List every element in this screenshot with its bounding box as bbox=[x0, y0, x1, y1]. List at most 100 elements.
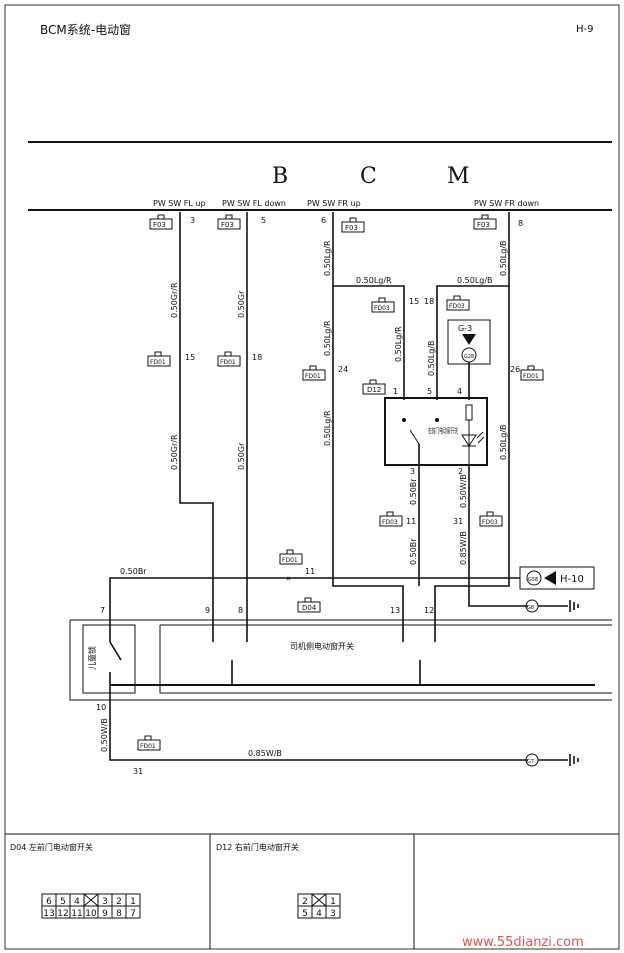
svg-text:15: 15 bbox=[185, 353, 195, 362]
legend-d04-title: D04 左前门电动窗开关 bbox=[10, 842, 93, 852]
svg-text:FD01: FD01 bbox=[305, 373, 321, 380]
d04-pinout-pin-label: 10 bbox=[85, 909, 97, 919]
d04-pinout-pin-label: 11 bbox=[71, 909, 82, 919]
svg-text:FD01: FD01 bbox=[282, 557, 298, 564]
d12-pinout-pin-label: 4 bbox=[316, 909, 322, 919]
g3-indicator-box: G-3 G28 bbox=[447, 319, 491, 365]
svg-text:31: 31 bbox=[453, 517, 463, 526]
wire-ground-g7 bbox=[109, 700, 528, 761]
wire-fl-up bbox=[179, 212, 214, 628]
wire-label-lg-r-4: 0.50Lg/R bbox=[394, 326, 403, 362]
d04-pinout-pin-label: 2 bbox=[116, 897, 122, 907]
wire-label-lg-b-h: 0.50Lg/B bbox=[457, 276, 493, 285]
connector-fd01-fr-up: FD01 24 bbox=[302, 365, 348, 381]
driver-window-switch: D04 7 9 8 13 12 10 司机侧电动窗开关 儿童锁 bbox=[69, 597, 612, 712]
d04-pinout-pin-label: 5 bbox=[60, 897, 66, 907]
bcm-letter-c: C bbox=[360, 164, 377, 189]
connector-fd03-11: FD03 11 bbox=[379, 511, 416, 527]
page-frame bbox=[4, 4, 620, 950]
child-lock-label: 儿童锁 bbox=[87, 646, 97, 670]
wire-fr-up bbox=[332, 212, 405, 628]
connector-fd01-fl-down: FD01 18 bbox=[217, 351, 262, 367]
svg-text:24: 24 bbox=[338, 365, 348, 374]
wire-d12-pin2 bbox=[468, 466, 528, 607]
right-switch-label: 右前门电动窗开关 bbox=[428, 426, 458, 435]
svg-text:FD03: FD03 bbox=[482, 519, 498, 526]
d12-pinout-blank-cross bbox=[311, 893, 327, 907]
pin-number-fr-down: 8 bbox=[518, 219, 523, 228]
ref-h10: G58 H-10 bbox=[519, 566, 595, 590]
d12-pinout-pin-label: 5 bbox=[302, 909, 308, 919]
svg-text:10: 10 bbox=[96, 703, 106, 712]
wire-label-gr-r-1: 0.50Gr/R bbox=[170, 282, 179, 318]
wire-label-lg-r-2: 0.50Lg/R bbox=[323, 320, 332, 356]
connector-fd03-18: FD03 18 bbox=[424, 295, 470, 311]
pin-number-fl-down: 5 bbox=[261, 216, 266, 225]
svg-text:D04: D04 bbox=[302, 604, 317, 612]
d04-pinout-blank-cross bbox=[83, 893, 99, 907]
connector-fd03-31: FD03 31 bbox=[453, 511, 503, 527]
connector-fd01-fl-up: FD01 15 bbox=[147, 351, 195, 367]
svg-text:H-10: H-10 bbox=[560, 574, 584, 585]
svg-text:26: 26 bbox=[510, 365, 520, 374]
svg-text:FD03: FD03 bbox=[449, 303, 465, 310]
wire-label-lg-b-2: 0.50Lg/B bbox=[499, 240, 508, 276]
svg-text:13: 13 bbox=[390, 606, 400, 615]
wire-label-gr-r-2: 0.50Gr/R bbox=[170, 434, 179, 470]
d04-pinout-pin-label: 8 bbox=[116, 909, 122, 919]
svg-text:G7: G7 bbox=[527, 759, 534, 765]
wire-label-gr-2: 0.50Gr bbox=[237, 442, 246, 470]
svg-text:FD03: FD03 bbox=[382, 519, 398, 526]
svg-text:15: 15 bbox=[409, 297, 419, 306]
wire-label-lg-r-1: 0.50Lg/R bbox=[323, 240, 332, 276]
watermark: www.55dianzi.com bbox=[462, 935, 584, 950]
connector-fd01-31: FD01 31 bbox=[133, 735, 161, 776]
wire-label-085wb-h: 0.85W/B bbox=[248, 749, 282, 758]
pin-name-fr-up: PW SW FR up bbox=[307, 199, 361, 208]
d04-pinout-pin-label: 3 bbox=[102, 897, 108, 907]
svg-text:FD01: FD01 bbox=[523, 373, 539, 380]
svg-text:F03: F03 bbox=[221, 221, 234, 229]
connector-f03-3: F03 bbox=[341, 217, 365, 233]
wire-label-br-1: 0.50Br bbox=[409, 478, 418, 505]
svg-text:FD01: FD01 bbox=[220, 359, 236, 366]
svg-text:G8: G8 bbox=[527, 605, 534, 611]
ground-g7: G7 bbox=[525, 753, 579, 767]
pin-name-fl-down: PW SW FL down bbox=[222, 199, 286, 208]
pin-name-fl-up: PW SW FL up bbox=[153, 199, 206, 208]
pin-number-fr-up: 6 bbox=[321, 216, 326, 225]
svg-text:»: » bbox=[286, 574, 292, 584]
svg-text:11: 11 bbox=[305, 567, 315, 576]
wire-label-wb-2: 0.50W/B bbox=[100, 718, 109, 752]
connector-fd03-15: FD03 15 bbox=[371, 297, 419, 313]
svg-text:7: 7 bbox=[100, 606, 105, 615]
d04-pinout-cell bbox=[125, 905, 141, 919]
connector-f03-1: F03 bbox=[149, 214, 173, 230]
svg-text:G-3: G-3 bbox=[458, 324, 472, 333]
d04-pinout-pin-label: 9 bbox=[102, 909, 108, 919]
svg-text:5: 5 bbox=[427, 387, 432, 396]
pin-name-fr-down: PW SW FR down bbox=[474, 199, 539, 208]
page-title: BCM系统-电动窗 bbox=[40, 23, 131, 37]
d04-pinout-pin-label: 7 bbox=[130, 909, 136, 919]
wire-label-lg-b-1: 0.50Lg/B bbox=[427, 340, 436, 376]
svg-text:F03: F03 bbox=[345, 224, 358, 232]
wire-fr-down bbox=[434, 212, 510, 628]
d12-pinout-pin-label: 3 bbox=[330, 909, 336, 919]
svg-text:2: 2 bbox=[458, 467, 463, 476]
wire-label-lg-b-3: 0.50Lg/B bbox=[499, 424, 508, 460]
svg-text:1: 1 bbox=[393, 387, 398, 396]
bcm-letter-m: M bbox=[447, 164, 470, 189]
wire-label-br-h: 0.50Br bbox=[120, 567, 147, 576]
connector-f03-2: F03 bbox=[217, 214, 241, 230]
page-code: H-9 bbox=[576, 24, 594, 35]
wire-label-br-2: 0.50Br bbox=[409, 538, 418, 565]
connector-fd01-fr-down: FD01 26 bbox=[510, 365, 544, 381]
bcm-letter-b: B bbox=[272, 164, 288, 189]
svg-text:FD03: FD03 bbox=[374, 305, 390, 312]
svg-text:4: 4 bbox=[457, 387, 462, 396]
wire-label-gr-1: 0.50Gr bbox=[237, 290, 246, 318]
d04-pinout-pin-label: 1 bbox=[130, 897, 136, 907]
